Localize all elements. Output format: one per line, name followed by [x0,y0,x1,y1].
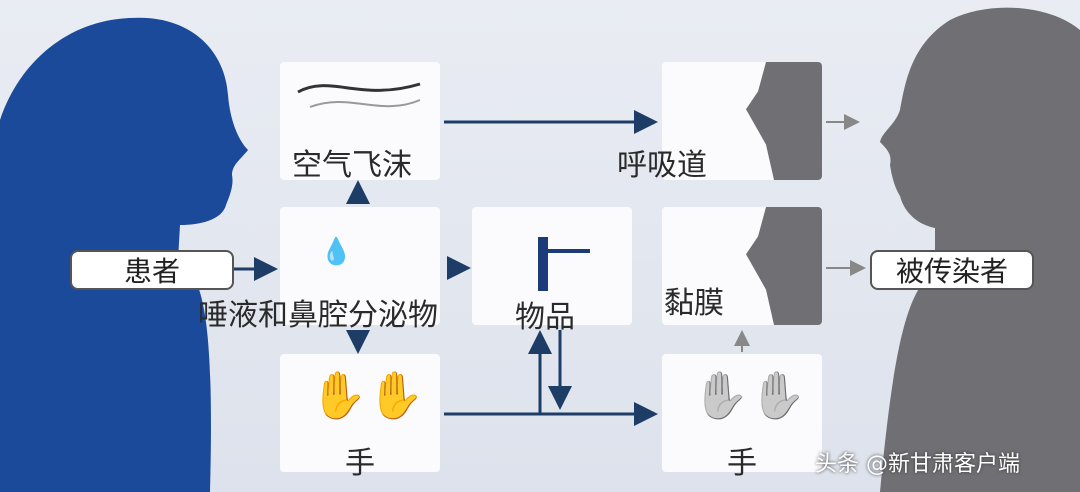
objects-label: 物品 [515,300,575,335]
infected-silhouette [880,7,1080,492]
face-profile-icon [746,62,822,180]
patient-label: 患者 [70,250,234,290]
hands-icon: ✋✋ [310,368,425,422]
hands-source-label: 手 [345,446,375,481]
objects-node [472,207,632,325]
secretions-label: 唾液和鼻腔分泌物 [198,298,438,333]
mucosa-node [662,207,822,325]
hands-icon: ✋✋ [692,368,807,422]
door-handle-icon [538,237,548,291]
respiratory-label: 呼吸道 [617,148,707,183]
respiratory-node [662,62,822,180]
droplets-wave-icon [297,82,421,108]
droplet-icon: 💧 [320,237,353,267]
air-droplets-node [280,62,440,180]
face-profile-icon [746,207,822,325]
secretions-node: 💧 [280,207,440,325]
watermark: 头条 @新甘肃客户端 [815,452,1020,477]
infected-label: 被传染者 [870,250,1034,290]
hands-target-label: 手 [727,446,757,481]
hands-source-node: ✋✋ [280,354,440,472]
mucosa-label: 黏膜 [664,286,724,321]
air-droplets-label: 空气飞沫 [292,148,412,183]
hands-target-node: ✋✋ [662,354,822,472]
door-handle-bar [548,249,590,253]
